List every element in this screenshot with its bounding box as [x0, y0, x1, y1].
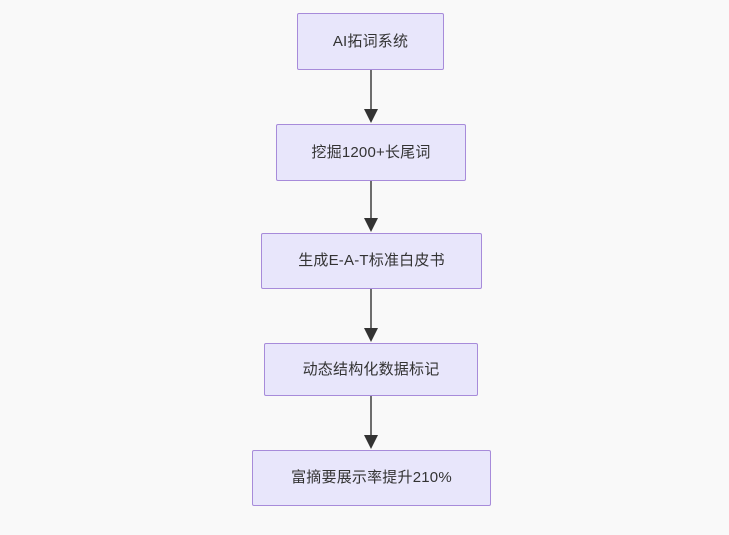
- edge-node4-to-node5: [364, 396, 378, 449]
- flow-node-mine-longtail-keywords[interactable]: 挖掘1200+长尾词: [276, 124, 466, 181]
- arrowhead-icon: [364, 109, 378, 123]
- arrowhead-icon: [364, 328, 378, 342]
- flow-node-label: 生成E-A-T标准白皮书: [298, 252, 445, 269]
- flow-node-label: 动态结构化数据标记: [302, 360, 440, 378]
- flow-node-label: AI拓词系统: [332, 32, 409, 50]
- flow-node-label: 富摘要展示率提升210%: [291, 469, 452, 486]
- edge-node3-to-node4: [364, 289, 378, 342]
- edge-node1-to-node2: [364, 70, 378, 123]
- edge-node2-to-node3: [364, 181, 378, 232]
- flow-node-label: 挖掘1200+长尾词: [311, 143, 431, 161]
- flow-node-ai-keyword-system[interactable]: AI拓词系统: [297, 13, 444, 70]
- arrowhead-icon: [364, 218, 378, 232]
- flow-node-dynamic-structured-data-markup[interactable]: 动态结构化数据标记: [264, 343, 478, 396]
- arrowhead-icon: [364, 435, 378, 449]
- flow-node-rich-snippet-rate-increase[interactable]: 富摘要展示率提升210%: [252, 450, 491, 506]
- flow-node-generate-eat-whitepaper[interactable]: 生成E-A-T标准白皮书: [261, 233, 482, 289]
